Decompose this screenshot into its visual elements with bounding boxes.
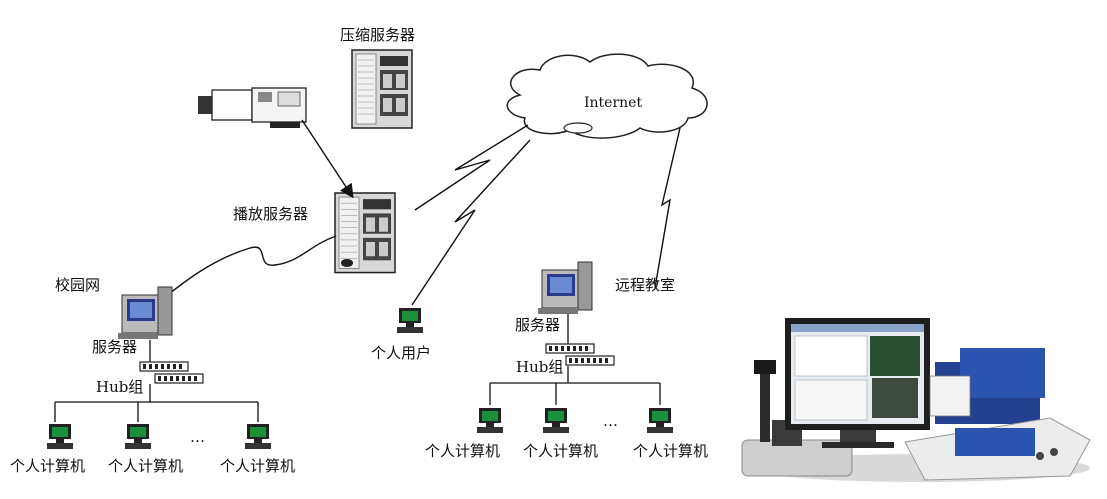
- campus-pc-icon: [245, 424, 271, 449]
- campus-pc-label: 个人计算机: [10, 457, 86, 475]
- remote-pc-label: 个人计算机: [425, 442, 501, 460]
- remote-server-label: 服务器: [515, 316, 561, 334]
- server-internet-link: [414, 124, 529, 211]
- remote-classroom-label: 远程教室: [615, 276, 676, 294]
- remote-hub-label: Hub组: [516, 358, 564, 376]
- campus-bus: [54, 384, 259, 422]
- remote-pc-label: 个人计算机: [523, 442, 599, 460]
- playback-server-icon: [334, 192, 396, 274]
- remote-pc-icon: [543, 408, 569, 433]
- campus-hub-label: Hub组: [96, 378, 144, 396]
- campus-pc-label: 个人计算机: [108, 457, 184, 475]
- remote-pc-icon: [477, 408, 503, 433]
- playback-server-label: 播放服务器: [233, 205, 309, 223]
- campus-ellipsis: …: [190, 428, 205, 446]
- internet-cloud-icon: [506, 53, 708, 139]
- remote-classroom-link: [654, 127, 681, 289]
- campus-server-link: [154, 235, 337, 306]
- internet-label: Internet: [584, 95, 643, 111]
- compression-server-label: 压缩服务器: [340, 26, 416, 44]
- personal-user-pc-icon: [397, 308, 423, 333]
- remote-bus: [489, 366, 661, 405]
- personal-user-link: [411, 139, 531, 306]
- lab-equipment-photo: [740, 290, 1102, 490]
- remote-pc-icon: [647, 408, 673, 433]
- remote-server-icon: [537, 261, 593, 315]
- campus-hub-icon: [139, 340, 204, 384]
- remote-hub-icon: [545, 314, 615, 366]
- campus-pc-icon: [125, 424, 151, 449]
- personal-user-label: 个人用户: [371, 344, 432, 362]
- campus-pc-label: 个人计算机: [220, 457, 296, 475]
- compression-server-icon: [351, 49, 413, 129]
- campus-network-label: 校园网: [55, 276, 101, 294]
- video-camera-icon: [198, 87, 307, 128]
- remote-pc-label: 个人计算机: [633, 442, 709, 460]
- campus-pc-icon: [47, 424, 73, 449]
- campus-server-label: 服务器: [92, 338, 138, 356]
- camera-to-server-arrow: [301, 119, 354, 199]
- remote-ellipsis: …: [603, 412, 618, 430]
- campus-server-icon: [117, 286, 173, 340]
